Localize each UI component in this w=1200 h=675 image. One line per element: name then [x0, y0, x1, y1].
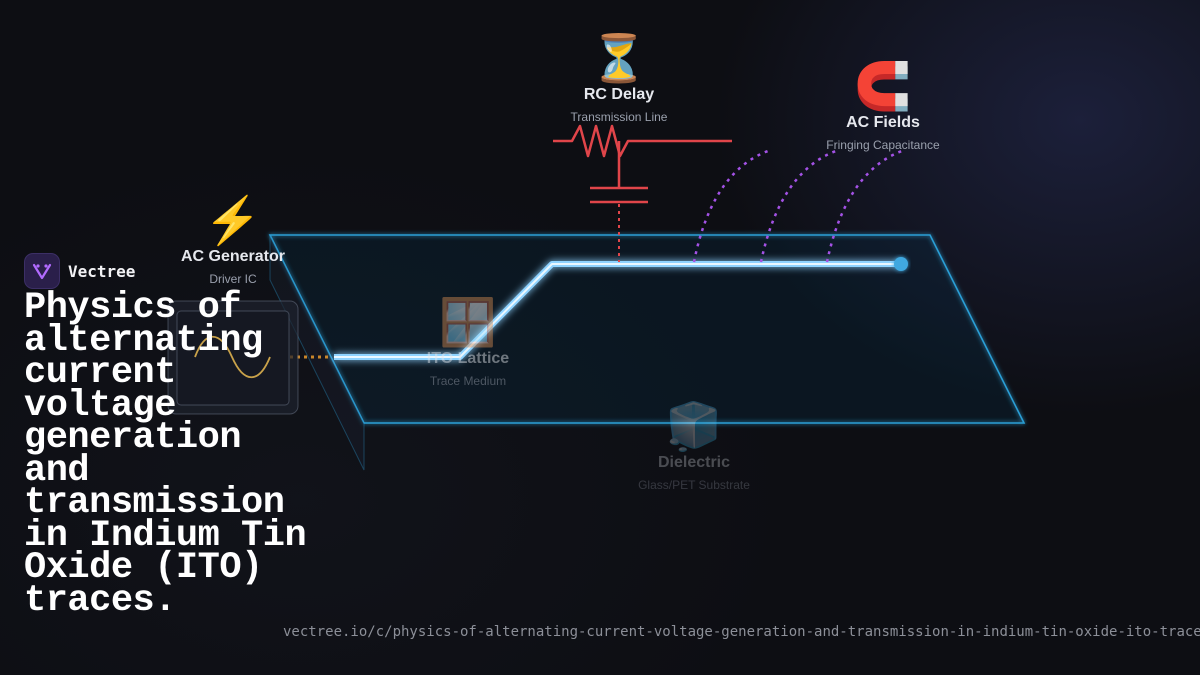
- trace-endpoint: [894, 257, 908, 271]
- node-rc-delay: ⏳ RC Delay Transmission Line: [519, 32, 719, 124]
- vectree-logo-icon: [24, 253, 60, 289]
- node-title: AC Generator: [180, 248, 286, 265]
- ice-cube-icon: 🧊: [665, 400, 723, 452]
- node-title: RC Delay: [583, 86, 655, 103]
- node-subtitle: Fringing Capacitance: [826, 138, 940, 152]
- node-ac-fields: 🧲 AC Fields Fringing Capacitance: [783, 60, 983, 152]
- node-subtitle: Transmission Line: [570, 110, 668, 124]
- node-title: Dielectric: [657, 454, 731, 471]
- resistor-symbol: [553, 124, 732, 158]
- node-dielectric: 🧊 Dielectric Glass/PET Substrate: [594, 400, 794, 492]
- substrate-panel-side: [269, 234, 365, 471]
- brand-name: Vectree: [68, 261, 136, 281]
- brand[interactable]: Vectree: [24, 253, 135, 289]
- lightning-icon: ⚡: [204, 194, 262, 246]
- window-icon: 🪟: [439, 296, 497, 348]
- node-ito-lattice: 🪟 ITO Lattice Trace Medium: [368, 296, 568, 388]
- node-title: AC Fields: [846, 114, 920, 131]
- ito-trace-core: [334, 263, 900, 358]
- node-subtitle: Glass/PET Substrate: [638, 478, 750, 492]
- node-ac-generator: ⚡ AC Generator Driver IC: [133, 194, 333, 286]
- generator-sine-wave: [194, 336, 271, 378]
- node-subtitle: Driver IC: [209, 272, 257, 286]
- magnet-icon: 🧲: [854, 60, 912, 112]
- page-url[interactable]: vectree.io/c/physics-of-alternating-curr…: [283, 624, 1200, 640]
- page-title: Physics of alternating current voltage g…: [24, 287, 307, 622]
- node-subtitle: Trace Medium: [429, 374, 507, 388]
- substrate-panel-top: [268, 234, 1026, 424]
- node-title: ITO Lattice: [426, 350, 510, 367]
- hourglass-icon: ⏳: [590, 32, 648, 84]
